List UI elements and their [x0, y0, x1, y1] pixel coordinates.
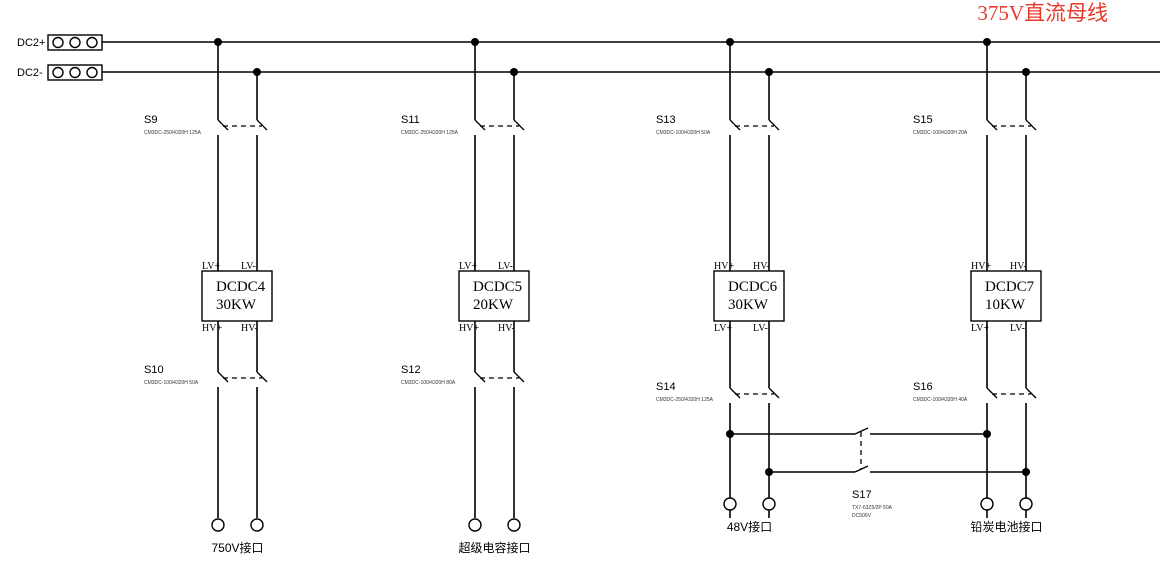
pin-label: HV-	[753, 261, 770, 272]
switch-name: S11	[401, 114, 420, 126]
switch-model: CM3DC-100/4320H 50A	[144, 380, 199, 386]
switch-blade	[256, 119, 268, 131]
pin-label: HV+	[971, 261, 991, 272]
converter-name: DCDC7	[985, 279, 1035, 295]
switch-model: CM3DC-250/4320H 125A	[401, 130, 459, 136]
tie-switch-model: DC500V	[852, 513, 872, 519]
switch-name: S10	[144, 364, 164, 376]
switch-blade	[986, 387, 998, 399]
tie-switch-model: TX7-63Z5/2P 50A	[852, 505, 893, 511]
switch-name: S12	[401, 364, 421, 376]
port-terminal	[250, 518, 264, 532]
switch-blade	[217, 371, 229, 383]
switch-name: S16	[913, 381, 933, 393]
switch-blade	[729, 387, 741, 399]
junction-dot	[1022, 468, 1030, 476]
converter-power: 20KW	[473, 297, 514, 313]
bus-neg-label: DC2-	[17, 67, 43, 79]
pin-label: LV+	[714, 323, 732, 334]
switch-blade	[474, 119, 486, 131]
pin-label: HV+	[459, 323, 479, 334]
port-terminal	[1019, 497, 1033, 511]
switch-model: CM3DC-100/4320H 80A	[401, 380, 456, 386]
switch-name: S15	[913, 114, 933, 126]
switch-blade	[768, 387, 780, 399]
port-label: 48V接口	[727, 519, 772, 534]
switch-blade	[1025, 119, 1037, 131]
switch-blade	[1025, 387, 1037, 399]
switch-blade	[256, 371, 268, 383]
port-terminal	[468, 518, 482, 532]
tie-switch-name: S17	[852, 489, 872, 501]
converter-box	[713, 270, 785, 322]
port-terminal	[980, 497, 994, 511]
pin-label: LV+	[202, 261, 220, 272]
switch-name: S13	[656, 114, 676, 126]
switch-name: S9	[144, 114, 157, 126]
bus-pos-pin	[86, 36, 98, 49]
port-label: 750V接口	[211, 540, 263, 555]
converter-power: 30KW	[216, 297, 257, 313]
junction-dot	[983, 430, 991, 438]
port-label: 超级电容接口	[458, 540, 530, 555]
switch-blade	[474, 371, 486, 383]
bus-connectors: DC2+ DC2-	[17, 34, 1160, 81]
bus-neg-pin	[52, 66, 64, 79]
pin-label: LV+	[971, 323, 989, 334]
converter-power: 30KW	[728, 297, 769, 313]
converter-name: DCDC5	[473, 279, 522, 295]
junction-dot	[765, 468, 773, 476]
switch-blade	[729, 119, 741, 131]
pin-label: LV+	[459, 261, 477, 272]
port-terminal	[507, 518, 521, 532]
port-label: 铅炭电池接口	[970, 519, 1042, 534]
pin-label: HV+	[202, 323, 222, 334]
converter-box	[970, 270, 1042, 322]
pin-label: HV-	[241, 323, 258, 334]
converter-power: 10KW	[985, 297, 1026, 313]
switch-model: CM3DC-100/4320H 50A	[656, 130, 711, 136]
bus-title: 375V直流母线	[977, 1, 1108, 25]
switch-model: CM3DC-250/4320H 125A	[656, 397, 714, 403]
switch-blade	[217, 119, 229, 131]
switch-blade	[513, 371, 525, 383]
tie-switch-blade	[854, 427, 869, 435]
converter-name: DCDC6	[728, 279, 778, 295]
junction-dot	[726, 430, 734, 438]
port-terminal	[762, 497, 776, 511]
switch-blade	[513, 119, 525, 131]
switch-model: CM3DC-250/4320H 125A	[144, 130, 202, 136]
switch-model: CM3DC-100/4320H 20A	[913, 130, 968, 136]
bus-neg-pin	[69, 66, 81, 79]
bus-pos-pin	[52, 36, 64, 49]
pin-label: LV-	[753, 323, 768, 334]
converter-box	[458, 270, 530, 322]
converter-box	[201, 270, 273, 322]
pin-label: LV-	[498, 261, 513, 272]
bus-pos-pin	[69, 36, 81, 49]
switch-name: S14	[656, 381, 676, 393]
port-terminal	[723, 497, 737, 511]
bus-pos-label: DC2+	[17, 37, 45, 49]
pin-label: HV-	[1010, 261, 1027, 272]
pin-label: HV-	[498, 323, 515, 334]
pin-label: LV-	[1010, 323, 1025, 334]
bus-neg-pin	[86, 66, 98, 79]
pin-label: HV+	[714, 261, 734, 272]
converter-name: DCDC4	[216, 279, 266, 295]
switch-model: CM3DC-100/4320H 40A	[913, 397, 968, 403]
switch-blade	[768, 119, 780, 131]
port-terminal	[211, 518, 225, 532]
switch-blade	[986, 119, 998, 131]
pin-label: LV-	[241, 261, 256, 272]
